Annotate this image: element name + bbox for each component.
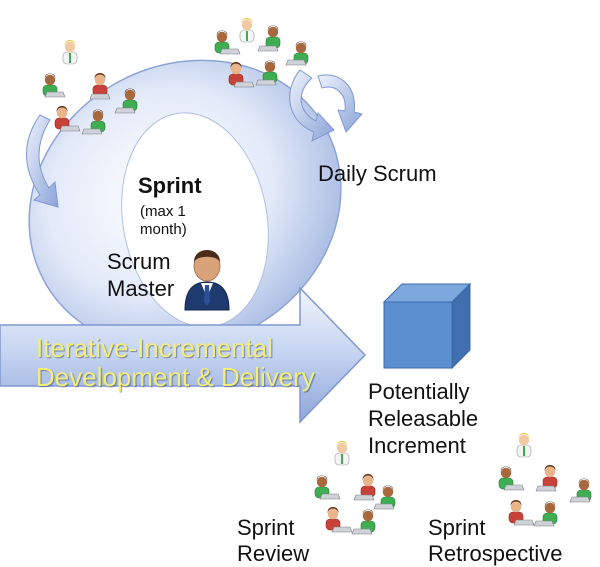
sprint-cycle-ring	[28, 59, 342, 351]
scrum-master-person-icon	[184, 250, 230, 311]
increment-label-line3: Increment	[368, 433, 466, 458]
sprint-review-label-line2: Review	[237, 541, 310, 566]
sprint-title: Sprint	[138, 173, 202, 198]
scrum-master-label-line1: Scrum	[107, 249, 171, 274]
daily-scrum-label: Daily Scrum	[318, 161, 437, 186]
team-people-icon-sprint-retrospective	[498, 432, 592, 527]
sprint-duration-note-line2: month)	[140, 221, 187, 238]
sprint-duration-note-line1: (max 1	[140, 203, 186, 220]
increment-label-line1: Potentially	[368, 379, 470, 404]
daily-scrum-cycle-icon	[289, 69, 363, 142]
increment-label-line2: Releasable	[368, 406, 479, 431]
product-cube-icon	[382, 282, 472, 370]
cycle-arrow-icon	[26, 114, 59, 208]
iterative-banner-line1: Iterative-Incremental	[36, 333, 273, 363]
scrum-master-label-line2: Master	[107, 276, 175, 301]
sprint-retrospective-label-line1: Sprint	[428, 515, 486, 540]
sprint-retrospective-label-line2: Retrospective	[428, 541, 563, 566]
iterative-banner-line2: Development & Delivery	[36, 362, 315, 392]
iterative-delivery-arrow	[0, 286, 367, 424]
sprint-review-label-line1: Sprint	[237, 515, 295, 540]
